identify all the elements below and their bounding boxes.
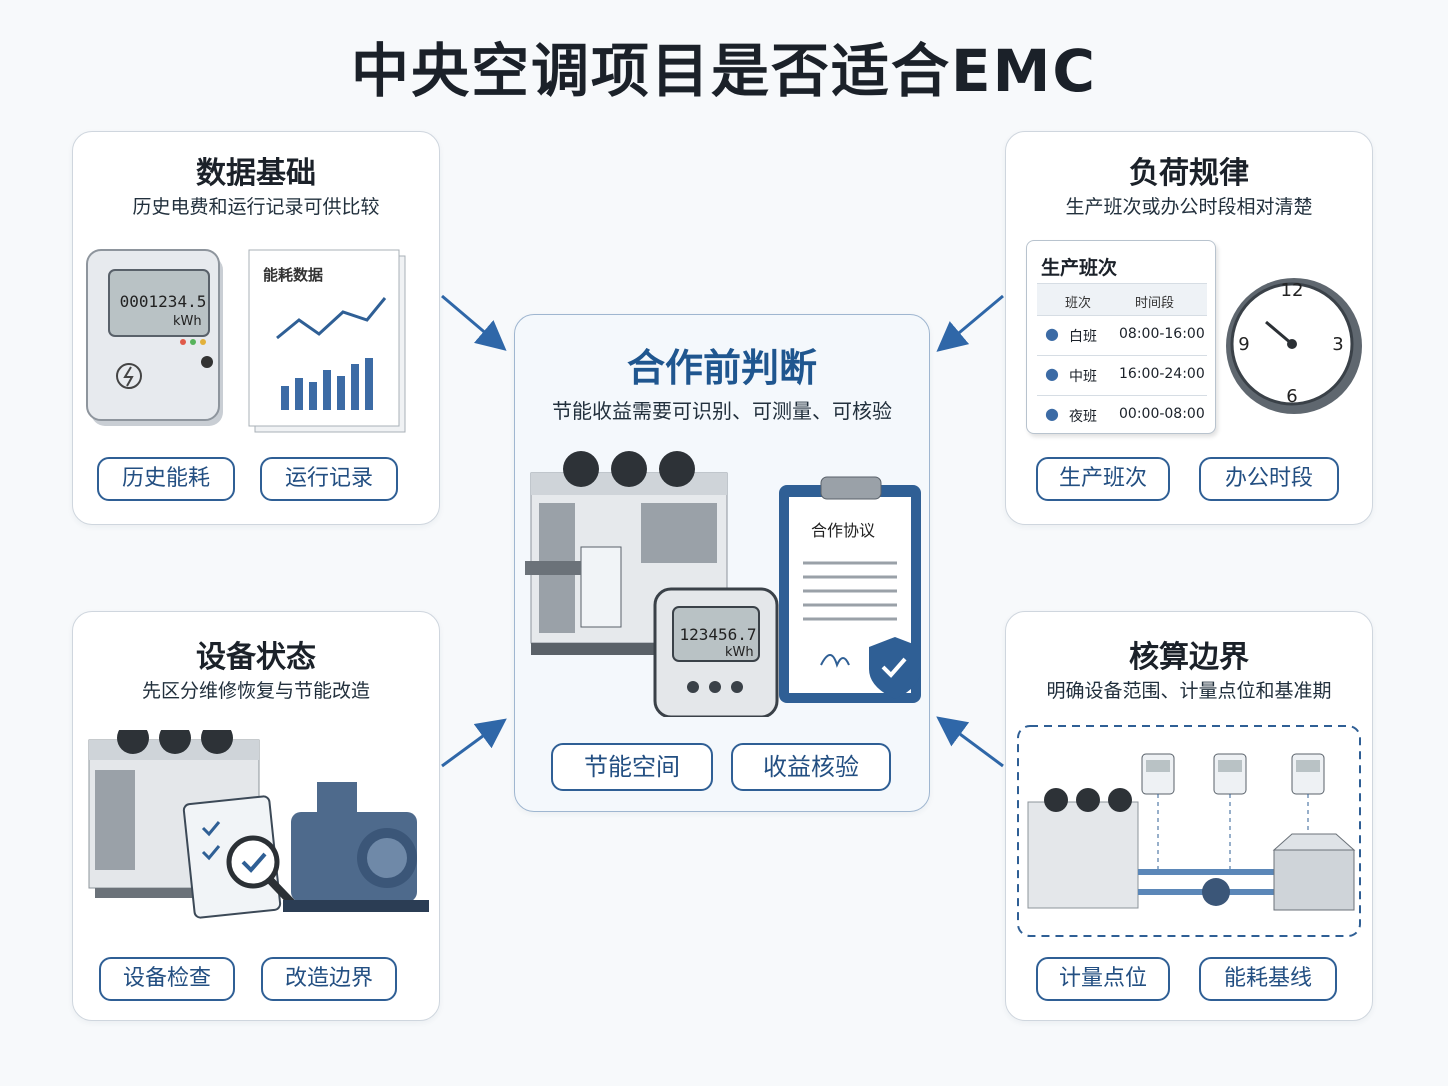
chiller-pump-illustration xyxy=(88,730,429,919)
tag-operation-records[interactable]: 运行记录 xyxy=(260,457,398,501)
center-meter-unit: kWh xyxy=(725,645,754,660)
report-label: 能耗数据 xyxy=(263,266,324,284)
tag-production-shifts[interactable]: 生产班次 xyxy=(1036,457,1170,501)
header-shift: 班次 xyxy=(1065,296,1092,311)
card-equipment-status: 设备状态 先区分维修恢复与节能改造 设备检查 改造边界 xyxy=(72,611,440,1021)
clock-icon: 12 3 6 9 xyxy=(1226,278,1362,414)
tag-energy-saving-potential[interactable]: 节能空间 xyxy=(551,743,713,791)
center-title: 合作前判断 xyxy=(626,346,817,390)
shift-name: 夜班 xyxy=(1069,409,1097,425)
shift-time: 16:00-24:00 xyxy=(1119,366,1205,382)
arrow-bottom-right xyxy=(936,716,1004,768)
card-data-basis: 数据基础 历史电费和运行记录可供比较 0001234.5 kWh 能耗数据 历史… xyxy=(72,131,440,525)
report-document xyxy=(248,249,406,433)
table-row: ● 夜班 00:00-08:00 xyxy=(1037,395,1207,433)
tag-energy-baseline[interactable]: 能耗基线 xyxy=(1199,957,1337,1001)
tag-benefit-verification[interactable]: 收益核验 xyxy=(731,743,891,791)
tag-metering-points[interactable]: 计量点位 xyxy=(1036,957,1170,1001)
table-row: ● 中班 16:00-24:00 xyxy=(1037,355,1207,393)
card-title: 核算边界 xyxy=(1129,640,1249,675)
center-subtitle: 节能收益需要可识别、可测量、可核验 xyxy=(552,399,892,423)
shift-table-header: 班次 时间段 xyxy=(1037,283,1207,315)
card-subtitle: 历史电费和运行记录可供比较 xyxy=(132,196,380,218)
electric-meter-illustration xyxy=(86,249,406,433)
shift-time: 08:00-16:00 xyxy=(1119,326,1205,342)
shift-time: 00:00-08:00 xyxy=(1119,406,1205,422)
tag-office-hours[interactable]: 办公时段 xyxy=(1199,457,1339,501)
page-title: 中央空调项目是否适合EMC xyxy=(351,37,1097,105)
energy-meter xyxy=(653,587,779,717)
person-icon: ● xyxy=(1045,404,1059,423)
clock-number-9: 9 xyxy=(1238,334,1249,355)
clock-number-12: 12 xyxy=(1281,280,1304,301)
shift-table: 生产班次 班次 时间段 ● 白班 08:00-16:00 ● 中班 16:00-… xyxy=(1026,240,1216,434)
center-meter-reading: 123456.7 xyxy=(679,625,757,644)
arrow-top-left xyxy=(441,294,507,351)
meter-unit: kWh xyxy=(173,314,202,329)
person-icon: ● xyxy=(1045,364,1059,383)
table-row: ● 白班 08:00-16:00 xyxy=(1037,315,1207,353)
card-accounting-boundary: 核算边界 明确设备范围、计量点位和基准期 计量点位 能耗基线 xyxy=(1005,611,1373,1021)
clock-number-3: 3 xyxy=(1332,334,1343,355)
card-title: 设备状态 xyxy=(196,640,316,675)
card-pre-cooperation-judgment: 合作前判断 节能收益需要可识别、可测量、可核验 xyxy=(514,314,930,812)
shift-table-title: 生产班次 xyxy=(1041,257,1118,279)
card-title: 数据基础 xyxy=(196,156,316,191)
meter-reading: 0001234.5 xyxy=(119,292,207,311)
shift-name: 白班 xyxy=(1069,329,1097,345)
person-icon: ● xyxy=(1045,324,1059,343)
chiller-meter-contract-illustration xyxy=(525,451,921,717)
tag-retrofit-boundary[interactable]: 改造边界 xyxy=(261,957,397,1001)
tag-equipment-inspection[interactable]: 设备检查 xyxy=(99,957,235,1001)
shift-name: 中班 xyxy=(1069,369,1097,385)
metering-boundary-illustration xyxy=(1017,725,1361,937)
card-subtitle: 先区分维修恢复与节能改造 xyxy=(141,680,370,702)
clock-number-6: 6 xyxy=(1286,386,1297,407)
header-time: 时间段 xyxy=(1135,296,1175,311)
arrow-top-right xyxy=(936,294,1004,352)
card-load-pattern: 负荷规律 生产班次或办公时段相对清楚 生产班次 班次 时间段 ● 白班 08:0… xyxy=(1005,131,1373,525)
arrow-bottom-left xyxy=(441,718,507,768)
card-subtitle: 明确设备范围、计量点位和基准期 xyxy=(1046,680,1332,702)
clipboard-contract xyxy=(779,476,921,703)
tag-history-energy[interactable]: 历史能耗 xyxy=(97,457,235,501)
contract-label: 合作协议 xyxy=(811,521,876,540)
card-title: 负荷规律 xyxy=(1129,156,1249,191)
card-subtitle: 生产班次或办公时段相对清楚 xyxy=(1065,196,1313,218)
